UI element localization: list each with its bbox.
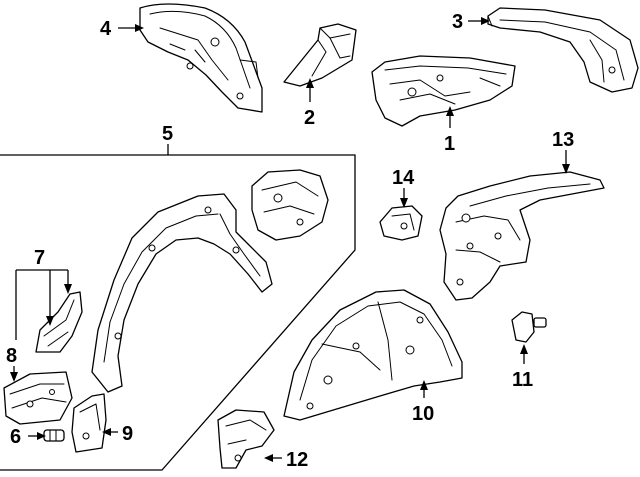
part-10-wheelhouse[interactable] [283, 289, 463, 421]
callout-2: 2 [304, 107, 315, 129]
part-3-upper-rail-panel[interactable] [487, 7, 639, 93]
part-4-inner-panel[interactable] [139, 3, 263, 113]
callout-4: 4 [100, 18, 112, 40]
callout-1: 1 [444, 133, 455, 155]
part-11-stud-clip[interactable] [511, 311, 547, 343]
part-14-small-bracket[interactable] [379, 205, 423, 241]
part-9-mounting-bracket[interactable] [71, 393, 107, 453]
part-7-reinforcement[interactable] [35, 291, 83, 353]
callout-11: 11 [512, 369, 533, 391]
part-2-extension-bracket[interactable] [283, 23, 357, 87]
part-13-rear-support[interactable] [439, 171, 605, 301]
callout-7: 7 [34, 247, 45, 269]
part-6-plug[interactable] [43, 429, 65, 442]
leaders [10, 17, 570, 462]
part-5-upper-panel[interactable] [251, 169, 329, 241]
part-5-wheelhouse-assembly[interactable] [91, 193, 273, 393]
part-1-quarter-inner-panel[interactable] [371, 55, 516, 127]
callout-5: 5 [162, 123, 173, 145]
callout-3: 3 [452, 11, 463, 33]
callout-8: 8 [6, 345, 17, 367]
callout-10: 10 [412, 403, 434, 425]
group-5-frame [0, 154, 356, 471]
callout-6: 6 [10, 426, 21, 448]
callout-13: 13 [552, 129, 574, 151]
callout-12: 12 [286, 449, 308, 471]
part-8-support-bracket[interactable] [3, 371, 73, 425]
callout-9: 9 [122, 423, 133, 445]
part-12-lower-extension[interactable] [217, 409, 275, 469]
callout-14: 14 [392, 167, 415, 189]
